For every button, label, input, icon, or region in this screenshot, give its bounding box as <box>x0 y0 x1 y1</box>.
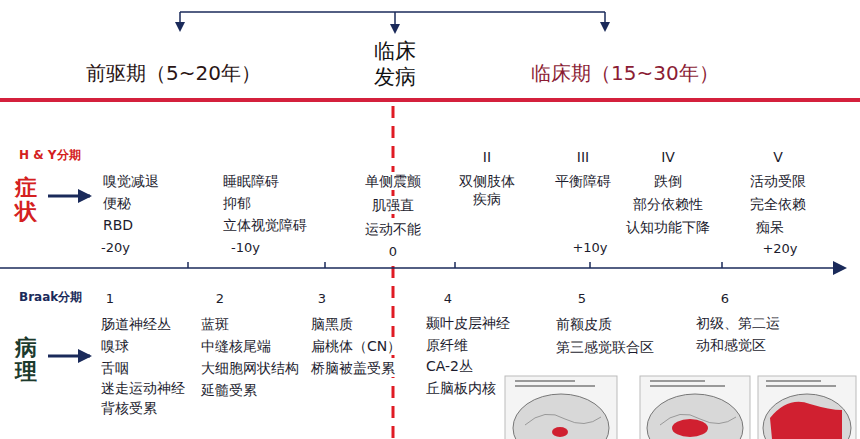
row-title: 病理 <box>14 336 38 384</box>
symptom-text: 部分依赖性 <box>632 195 704 213</box>
stage-number: 4 <box>443 291 453 308</box>
pathology-text: 大细胞网状结构 <box>200 359 300 377</box>
year-mark: +20y <box>761 241 798 258</box>
symptom-text: RBD <box>102 216 134 234</box>
stage-number: 2 <box>215 291 225 308</box>
symptom-text: 认知功能下降 <box>625 218 711 236</box>
top-bracket <box>180 12 605 32</box>
symptom-text: 活动受限 <box>749 172 807 190</box>
symptom-text: 双侧肢体 疾病 <box>456 172 518 208</box>
pathology-text: 初级、第二运动和感觉区 <box>695 313 787 356</box>
year-mark: +10y <box>571 240 608 257</box>
year-mark: -10y <box>230 240 261 257</box>
pathology-text: 扁桃体（CN） <box>310 337 402 355</box>
symptom-text: 嗅觉减退 <box>102 172 160 190</box>
stage-number: 5 <box>577 291 587 308</box>
pathology-text: 颞叶皮层神经 原纤维 <box>425 313 517 356</box>
pathology-text: 脑黑质 <box>310 315 354 333</box>
symptom-text: 跌倒 <box>653 172 683 190</box>
symptom-text: 立体视觉障碍 <box>222 216 308 234</box>
pathology-text: 延髓受累 <box>200 381 258 399</box>
phase-title: 前驱期（5~20年） <box>85 60 262 86</box>
stage-number: V <box>772 148 784 166</box>
row-heading: H & Y分期 <box>18 148 82 164</box>
onset-title: 临床 发病 <box>370 38 420 91</box>
stage-number: II <box>482 148 492 166</box>
red-divider <box>0 98 860 102</box>
pathology-text: 舌咽 <box>100 359 130 377</box>
symptom-text: 肌强直 <box>371 196 415 214</box>
row-title: 症状 <box>14 176 38 224</box>
pathology-text: CA-2丛 <box>425 357 474 375</box>
year-mark: -20y <box>100 240 131 257</box>
pathology-text: 丘脑板内核 <box>425 379 497 397</box>
symptom-text: 痴呆 <box>755 218 785 236</box>
pathology-text: 嗅球 <box>100 337 130 355</box>
row-heading: Braak分期 <box>18 290 83 306</box>
pathology-text: 肠道神经丛 <box>100 315 172 333</box>
symptom-text: 单侧震颤 <box>364 172 422 190</box>
pathology-text: 蓝斑 <box>200 315 230 333</box>
symptom-text: 平衡障碍 <box>554 172 612 190</box>
phase-title: 临床期（15~30年） <box>530 60 720 86</box>
pathology-text: 桥脑被盖受累 <box>310 359 396 377</box>
pathology-text: 第三感觉联合区 <box>555 338 655 356</box>
stage-number: 1 <box>105 291 115 308</box>
year-mark: 0 <box>388 244 398 261</box>
brain-images <box>505 376 856 439</box>
symptom-text: 便秘 <box>102 194 132 212</box>
pathology-text: 迷走运动神经 背核受累 <box>100 379 192 418</box>
stage-number: 6 <box>720 291 730 308</box>
stage-number: 3 <box>317 291 327 308</box>
stage-number: III <box>576 148 590 166</box>
symptom-text: 睡眠障碍 <box>222 172 280 190</box>
time-axis <box>0 262 845 268</box>
symptom-text: 运动不能 <box>364 220 422 238</box>
stage-number: IV <box>660 148 676 166</box>
symptom-text: 完全依赖 <box>749 195 807 213</box>
pathology-text: 前额皮质 <box>555 315 613 333</box>
onset-dashed-line <box>392 106 395 439</box>
symptom-text: 抑郁 <box>222 194 252 212</box>
pathology-text: 中缝核尾端 <box>200 337 272 355</box>
row-arrows <box>48 196 90 356</box>
